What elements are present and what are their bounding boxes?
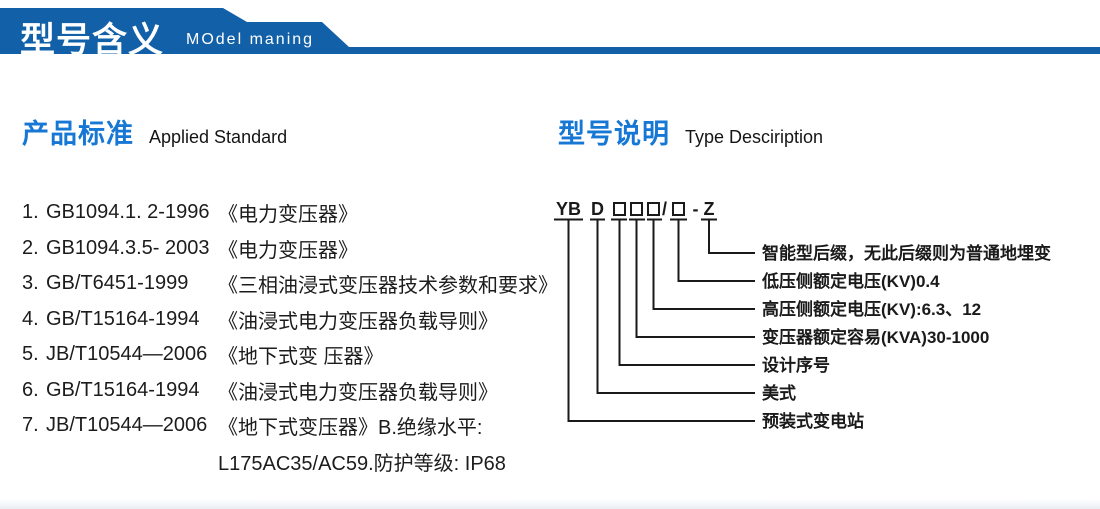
standard-item: 3. GB/T6451-1999 《三相油浸式变压器技术参数和要求》 bbox=[22, 266, 558, 302]
page-title: 型号含义 bbox=[20, 21, 165, 60]
standard-item-code: GB/T15164-1994 bbox=[46, 307, 200, 330]
code-box-4 bbox=[672, 202, 685, 216]
standard-item-title: 《三相油浸式变压器技术参数和要求》 bbox=[218, 275, 558, 298]
standard-item: 1. GB1094.1. 2-1996 《电力变压器》 bbox=[22, 195, 558, 231]
connector-suffix bbox=[708, 220, 755, 254]
standard-item-number: 6. bbox=[22, 378, 39, 401]
code-box-1 bbox=[613, 202, 626, 216]
code-dash: - bbox=[693, 199, 699, 219]
standard-item-number: 2. bbox=[22, 236, 39, 259]
standard-item: 4. GB/T15164-1994 《油浸式电力变压器负载导则》 bbox=[22, 302, 558, 338]
diagram-label: 设计序号 bbox=[762, 355, 830, 375]
standard-item-continuation: L175AC35/AC59.防护等级: IP68 bbox=[218, 452, 506, 475]
standard-item: 6. GB/T15164-1994 《油浸式电力变压器负载导则》 bbox=[22, 373, 558, 409]
diagram-label: 高压侧额定电压(KV):6.3、12 bbox=[762, 299, 981, 319]
diagram-label: 智能型后缀，无此后缀则为普通地埋变 bbox=[762, 243, 1051, 263]
diagram-label: 美式 bbox=[762, 383, 796, 403]
standard-item-code: GB1094.3.5- 2003 bbox=[46, 236, 210, 259]
standard-item-title: 《地下式变 压器》 bbox=[218, 346, 384, 369]
connector-box4 bbox=[677, 220, 755, 282]
code-box-2 bbox=[630, 202, 643, 216]
code-prefix: YB bbox=[556, 199, 581, 219]
connector-box1 bbox=[618, 220, 755, 366]
standard-item-number: 7. bbox=[22, 414, 39, 437]
standard-item: 5. JB/T10544—2006 《地下式变 压器》 bbox=[22, 337, 558, 373]
standards-heading-cn: 产品标准 bbox=[22, 119, 134, 149]
standard-item-code: GB/T6451-1999 bbox=[46, 272, 189, 295]
standard-item-title: 《地下式变压器》B.绝缘水平: bbox=[218, 417, 483, 440]
model-code-diagram: YB D / - Z 智能型后缀，无此后缀则为普通地埋变 低压侧额定电压(KV)… bbox=[554, 199, 1051, 431]
standard-item: 7. JB/T10544—2006 《地下式变压器》B.绝缘水平: bbox=[22, 408, 558, 444]
code-box-3 bbox=[647, 202, 660, 216]
model-heading-en: Type Desciription bbox=[685, 127, 824, 147]
diagram-label: 预装式变电站 bbox=[762, 411, 864, 431]
standard-item-title: 《电力变压器》 bbox=[218, 204, 358, 227]
standard-item-code: GB1094.1. 2-1996 bbox=[46, 201, 210, 224]
banner-ribbon bbox=[0, 8, 1100, 54]
standard-item-number: 3. bbox=[22, 272, 39, 295]
standards-heading-en: Applied Standard bbox=[149, 127, 288, 147]
standard-item-title: 《油浸式电力变压器负载导则》 bbox=[218, 310, 498, 333]
standard-item-code: JB/T10544—2006 bbox=[46, 414, 208, 437]
diagram-label: 变压器额定容易(KVA)30-1000 bbox=[762, 327, 989, 347]
page-subtitle: MOdel maning bbox=[186, 31, 315, 48]
code-style: D bbox=[591, 199, 604, 219]
connector-prefix bbox=[567, 220, 755, 422]
code-suffix: Z bbox=[704, 199, 715, 219]
standard-item-number: 1. bbox=[22, 201, 39, 224]
diagram-label: 低压侧额定电压(KV)0.4 bbox=[761, 271, 940, 291]
connector-box3 bbox=[652, 220, 755, 310]
standard-item: 2. GB1094.3.5- 2003 《电力变压器》 bbox=[22, 231, 558, 267]
standard-item-number: 5. bbox=[22, 343, 39, 366]
standards-list: 1. GB1094.1. 2-1996 《电力变压器》 2. GB1094.3.… bbox=[22, 195, 558, 479]
connector-style bbox=[596, 220, 755, 394]
banner-ribbon-shape bbox=[0, 8, 1100, 54]
code-slash: / bbox=[662, 199, 667, 219]
model-section-heading: 型号说明 Type Desciription bbox=[558, 112, 823, 151]
standard-item-code: GB/T15164-1994 bbox=[46, 378, 200, 401]
model-heading-cn: 型号说明 bbox=[558, 119, 670, 149]
standard-item-number: 4. bbox=[22, 307, 39, 330]
standards-section-heading: 产品标准 Applied Standard bbox=[22, 112, 287, 151]
bottom-fade-divider bbox=[0, 499, 1100, 509]
standard-item-code: JB/T10544—2006 bbox=[46, 343, 208, 366]
standard-item-title: 《电力变压器》 bbox=[218, 239, 358, 262]
connector-box2 bbox=[635, 220, 755, 338]
standard-item-title: 《油浸式电力变压器负载导则》 bbox=[218, 381, 498, 404]
